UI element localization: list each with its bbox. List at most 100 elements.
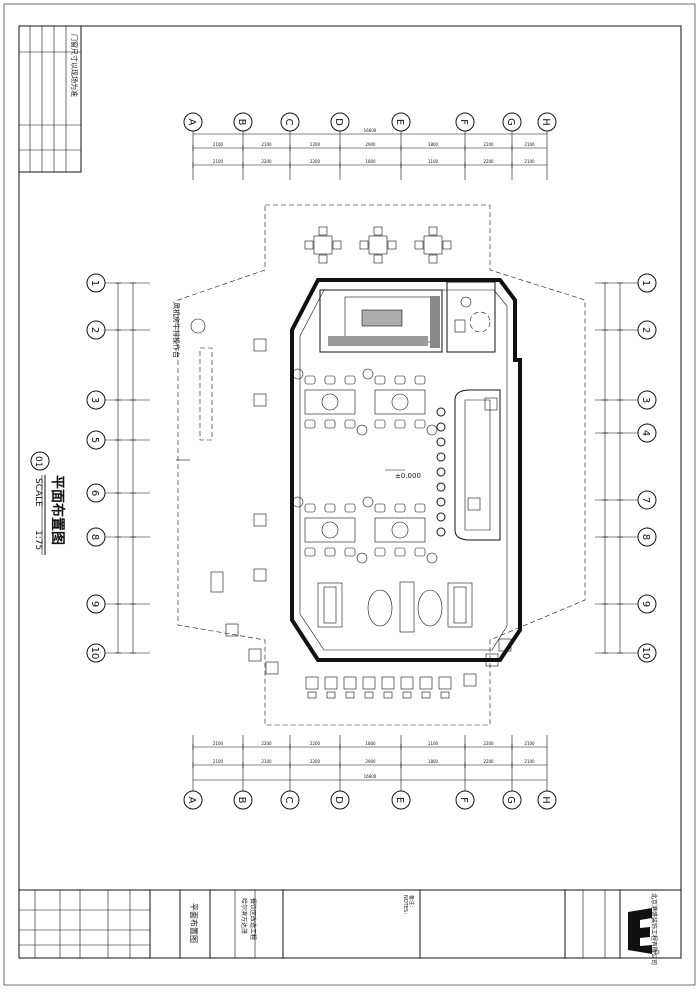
row-label-right: 10 (640, 647, 651, 660)
table (423, 235, 443, 255)
column-label: H (540, 796, 551, 804)
chair (326, 691, 336, 699)
bar-stool (436, 467, 446, 477)
dim-value: 2100 (524, 741, 535, 746)
chair (345, 691, 355, 699)
seat (414, 375, 426, 385)
chair (387, 240, 397, 250)
bar-stool (436, 497, 446, 507)
row-label-left: 2 (89, 327, 100, 333)
seat (324, 547, 336, 557)
inner-border (18, 25, 682, 959)
row-label-right: 7 (640, 497, 651, 503)
chair (402, 691, 412, 699)
seat (374, 375, 386, 385)
dim-value: 2200 (261, 159, 272, 164)
seat (414, 419, 426, 429)
seat (344, 547, 356, 557)
company-logo (628, 908, 660, 955)
booth-table (374, 389, 426, 415)
seat (394, 375, 406, 385)
dim-value: 1100 (428, 159, 439, 164)
drawing-name: 平面布置图 (189, 903, 199, 943)
chair (414, 240, 424, 250)
dim-value: 2200 (310, 741, 321, 746)
dim-value: 1800 (428, 142, 439, 147)
row-label-left: 1 (89, 280, 100, 286)
building-walls (290, 278, 522, 662)
sheet-number: 01 (33, 456, 43, 467)
long-table (399, 581, 415, 633)
seat (324, 375, 336, 385)
seat (324, 419, 336, 429)
dim-value: 2200 (310, 159, 321, 164)
chair (428, 226, 438, 236)
bar-stool (436, 512, 446, 522)
company-name: 北京港盛装饰工程有限公司 (650, 893, 658, 965)
column-label: C (283, 797, 294, 804)
dim-value: 2100 (213, 159, 224, 164)
chair-round (426, 552, 438, 564)
restroom (446, 281, 496, 353)
seat (344, 503, 356, 513)
dim-total: 16600 (364, 774, 377, 779)
side-table (248, 648, 262, 662)
seat (374, 503, 386, 513)
seat (304, 547, 316, 557)
dim-value: 1800 (365, 159, 376, 164)
dim-value: 2200 (483, 759, 494, 764)
dim-value: 2200 (261, 741, 272, 746)
column-label: B (236, 119, 247, 126)
callout-text: 风机房牛排操作台 (172, 302, 181, 358)
project-sub: 餐饮区改造工程 (249, 898, 257, 940)
dim-total: 16600 (364, 128, 377, 133)
row-label-right: 9 (640, 601, 651, 607)
plan-title: 平面布置图 (49, 475, 66, 545)
booth-table (304, 389, 356, 415)
side-table (225, 623, 239, 637)
seat (394, 419, 406, 429)
row-label-right: 1 (640, 280, 651, 286)
outdoor-zone (177, 204, 586, 726)
bar-stool (436, 452, 446, 462)
sofa (447, 582, 473, 628)
column-label: F (458, 797, 469, 803)
dim-value: 2100 (261, 142, 272, 147)
drawing-title: 平面布置图 SCALE 1:75 01 (30, 451, 66, 555)
column-label: D (333, 796, 344, 804)
chair (318, 226, 328, 236)
chair (307, 691, 317, 699)
column-label: G (505, 118, 516, 126)
dim-value: 2100 (213, 741, 224, 746)
seat (304, 503, 316, 513)
bar-stool (436, 482, 446, 492)
chair-round (292, 368, 304, 380)
center-level: ±0.000 (395, 472, 421, 480)
dim-value: 2100 (524, 142, 535, 147)
bar-stool (436, 422, 446, 432)
dim-value: 2100 (524, 759, 535, 764)
title-block: 平面布置图 哈尔滨万达茂 餐饮区改造工程 备注： NOTES： 北京港盛装饰工程… (18, 889, 682, 965)
seat (394, 547, 406, 557)
side-table (463, 673, 477, 687)
seat (394, 503, 406, 513)
bar-stool (436, 407, 446, 417)
table (324, 676, 338, 690)
table (381, 676, 395, 690)
building-inner-line (299, 289, 508, 651)
dim-value: 2100 (261, 759, 272, 764)
notes-label-en: NOTES： (402, 895, 408, 917)
chair (373, 226, 383, 236)
dim-value: 2200 (310, 142, 321, 147)
furniture-layer (210, 226, 512, 699)
dim-value: 2100 (213, 759, 224, 764)
round-table (391, 393, 409, 411)
side-table (265, 661, 279, 675)
seat (344, 419, 356, 429)
table (419, 676, 433, 690)
chair-round (426, 424, 438, 436)
chair-round (292, 496, 304, 508)
project-name: 哈尔滨万达茂 (240, 898, 248, 934)
